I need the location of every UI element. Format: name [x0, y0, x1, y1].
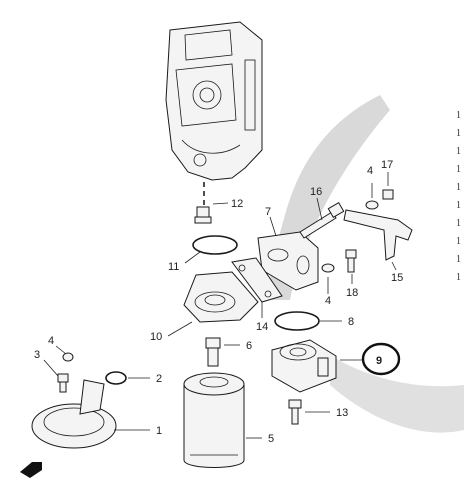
side-mark: 1 — [456, 200, 461, 211]
part-10-adapter — [183, 271, 259, 323]
callout-16: 16 — [310, 186, 322, 198]
side-mark: 1 — [456, 272, 461, 283]
callout-7: 7 — [265, 206, 271, 218]
part-4-washer-mid — [321, 263, 335, 273]
part-9-highlight-circle — [361, 342, 401, 376]
side-mark: 1 — [456, 182, 461, 193]
callout-11: 11 — [168, 261, 179, 273]
part-15-bracket — [343, 209, 413, 261]
callout-1: 1 — [156, 425, 162, 437]
callout-2: 2 — [156, 373, 162, 385]
callout-17: 17 — [381, 159, 393, 171]
side-mark: 1 — [456, 128, 461, 139]
callout-8: 8 — [348, 316, 354, 328]
part-2-oring — [105, 371, 127, 385]
callout-6: 6 — [246, 340, 252, 352]
part-14-gasket — [231, 257, 283, 303]
part-17-nut — [382, 189, 394, 200]
side-mark: 1 — [456, 236, 461, 247]
callout-13: 13 — [336, 407, 348, 419]
side-mark: 1 — [456, 254, 461, 265]
side-mark: 1 — [456, 110, 461, 121]
side-mark: 1 — [456, 146, 461, 157]
callout-14: 14 — [256, 321, 268, 333]
part-18-bolt — [345, 249, 357, 273]
part-3-bolt — [57, 373, 69, 393]
part-1-oil-cooler — [31, 379, 117, 449]
callout-15: 15 — [391, 272, 403, 284]
callout-4-top: 4 — [367, 165, 373, 177]
side-mark: 1 — [456, 164, 461, 175]
callout-10: 10 — [150, 331, 162, 343]
part-5-oil-filter — [183, 372, 245, 468]
part-4-washer-top — [365, 200, 379, 210]
part-9-filter-head — [271, 339, 337, 393]
front-arrow-icon — [20, 462, 42, 478]
callout-4-mid: 4 — [325, 295, 331, 307]
part-11-oring — [192, 235, 238, 255]
callout-5: 5 — [268, 433, 274, 445]
callout-18: 18 — [346, 287, 358, 299]
part-13-drain-bolt — [288, 399, 302, 425]
watermark-swoosh-lower — [330, 355, 464, 433]
callout-9: 9 — [376, 355, 382, 367]
part-12-plug — [194, 206, 212, 224]
callout-4-left: 4 — [48, 335, 54, 347]
callout-12: 12 — [231, 198, 243, 210]
part-4-washer-left — [62, 352, 74, 362]
part-8-oring — [274, 311, 320, 331]
transmission-housing — [165, 21, 263, 181]
part-6-nipple — [205, 337, 221, 367]
callout-3: 3 — [34, 349, 40, 361]
side-mark: 1 — [456, 218, 461, 229]
